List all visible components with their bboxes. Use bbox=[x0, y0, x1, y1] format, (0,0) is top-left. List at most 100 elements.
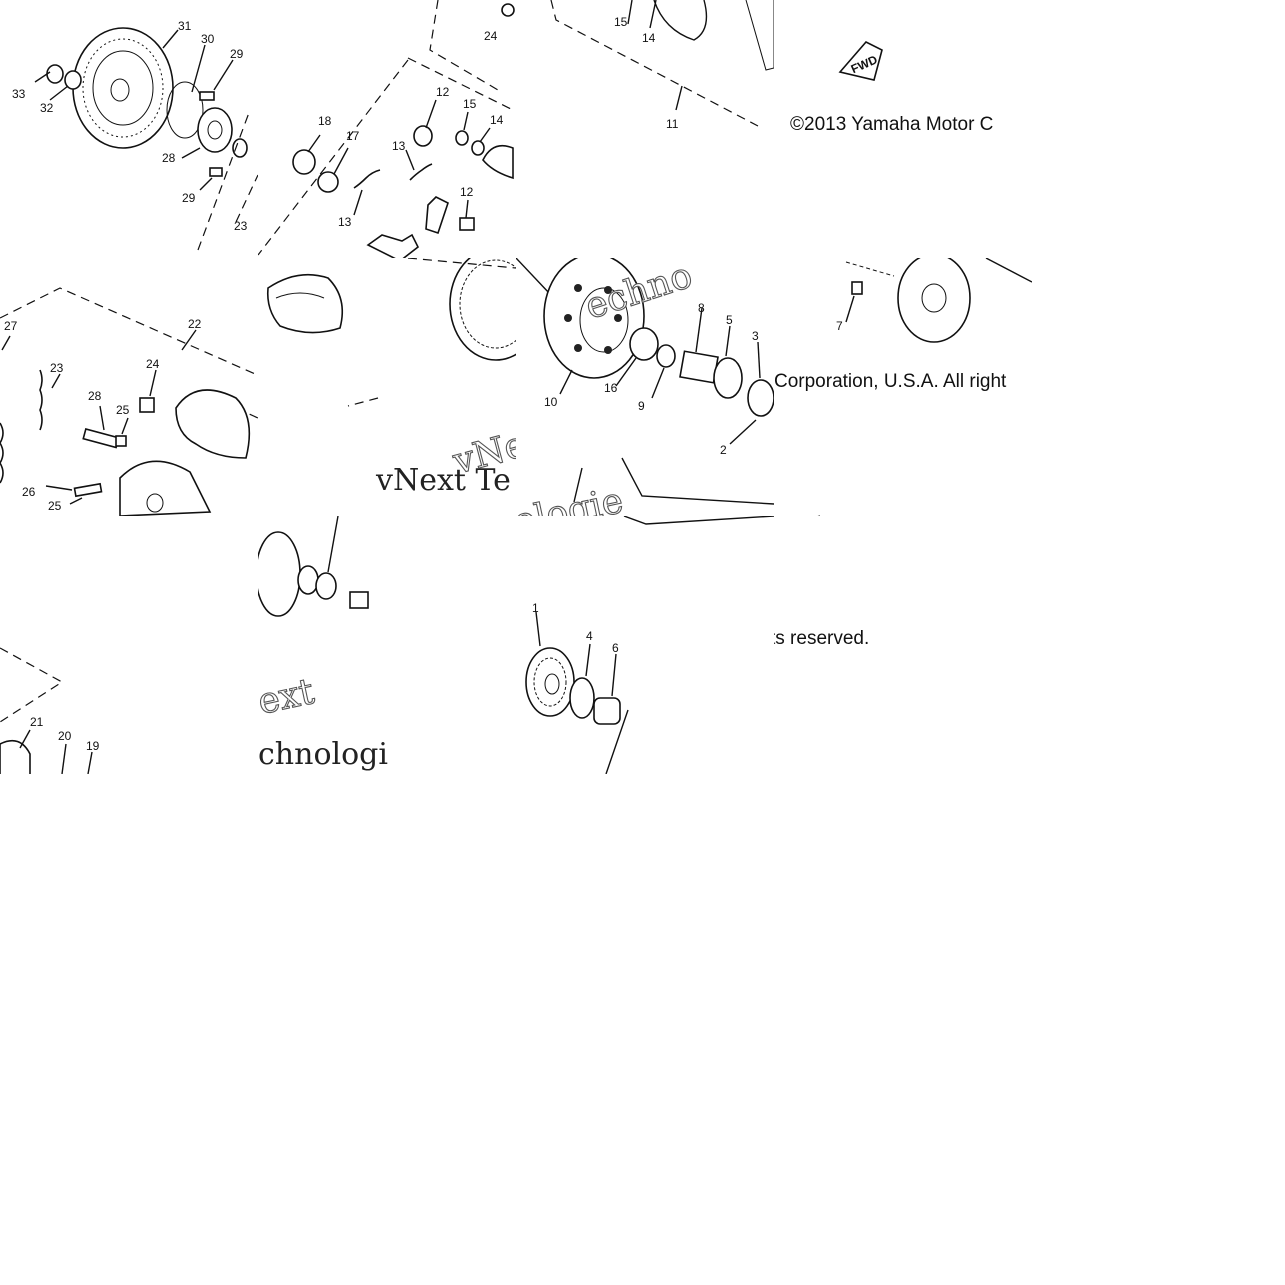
clutch-shoe bbox=[266, 273, 344, 334]
callout-20: 20 bbox=[58, 729, 72, 743]
callout-30: 30 bbox=[201, 32, 215, 46]
disc bbox=[897, 258, 971, 343]
watermark-ext: ext bbox=[258, 671, 318, 723]
callout-19: 19 bbox=[86, 739, 100, 753]
gear-1 bbox=[525, 647, 575, 717]
watermark-ologie: ologie bbox=[516, 480, 627, 516]
callout-12a: 12 bbox=[436, 85, 450, 99]
washer-33 bbox=[46, 64, 64, 84]
clip-15 bbox=[455, 130, 469, 146]
callout-5: 5 bbox=[726, 313, 733, 327]
callout-1: 1 bbox=[532, 601, 539, 615]
carrier-plate bbox=[119, 460, 212, 516]
housing-edge bbox=[653, 0, 708, 41]
washer-18 bbox=[292, 149, 316, 175]
washer-a bbox=[297, 565, 319, 595]
callout-21: 21 bbox=[30, 715, 44, 729]
callout-26: 26 bbox=[22, 485, 36, 499]
callout-33: 33 bbox=[12, 87, 26, 101]
circlip-30 bbox=[166, 81, 204, 139]
tile-copyright-middle: 7 Corporation, U.S.A. All right bbox=[774, 258, 1032, 516]
spring-27 bbox=[0, 422, 4, 484]
gear-edge bbox=[258, 531, 301, 617]
plate bbox=[366, 233, 420, 258]
tile-middle-right: 8 5 3 10 16 9 2 echno ologie bbox=[516, 258, 774, 516]
bushing-6 bbox=[593, 697, 621, 725]
tile-top-right: 15 14 11 bbox=[516, 0, 774, 258]
tile-middle-center: vNext Te vNe bbox=[258, 258, 516, 516]
callout-28: 28 bbox=[162, 151, 176, 165]
shaft-group: 7 bbox=[817, 258, 1032, 516]
callout-15b: 15 bbox=[614, 15, 628, 29]
key-29a bbox=[199, 91, 215, 101]
carrier-group: 22 24 23 28 25 27 26 25 bbox=[0, 287, 258, 516]
copyright-line-1: ©2013 Yamaha Motor C bbox=[790, 114, 994, 135]
callout-14b: 14 bbox=[642, 31, 656, 45]
clip-14 bbox=[471, 140, 485, 156]
drum-outer bbox=[449, 258, 516, 361]
watermark-chnologi: chnologi bbox=[258, 737, 388, 772]
drive-gear-group: 31 30 29 33 32 28 29 23 bbox=[12, 19, 258, 251]
clutch-shoe-group: 18 17 12 15 14 13 13 12 24 bbox=[258, 0, 515, 258]
callout-32: 32 bbox=[40, 101, 54, 115]
nut-25 bbox=[115, 435, 127, 447]
gear-21 bbox=[0, 739, 31, 774]
clutch-drum-group: 8 5 3 10 16 9 2 echno ologie bbox=[516, 258, 774, 516]
bushing-12 bbox=[413, 125, 433, 147]
pin-7 bbox=[851, 281, 863, 295]
callout-13a: 13 bbox=[392, 139, 406, 153]
spring-23 bbox=[39, 369, 43, 431]
drum-group: vNext Te vNe bbox=[266, 258, 516, 498]
sleeve-8 bbox=[679, 350, 719, 384]
callout-24a: 24 bbox=[484, 29, 498, 43]
washer-4 bbox=[569, 677, 595, 719]
washer-small bbox=[232, 138, 248, 158]
tile-bottom-left: 21 20 19 bbox=[0, 516, 258, 774]
copyright-line-2: Corporation, U.S.A. All right bbox=[774, 371, 1007, 392]
spring-13a bbox=[353, 169, 381, 189]
tile-top-left: 31 30 29 33 32 28 29 23 bbox=[0, 0, 258, 258]
gear-21-group: 21 20 19 bbox=[0, 647, 100, 774]
pin-26b bbox=[73, 482, 103, 498]
tile-bottom-right: 1 4 6 bbox=[516, 516, 774, 774]
callout-2: 2 bbox=[720, 443, 727, 457]
callout-14: 14 bbox=[490, 113, 504, 127]
callout-3: 3 bbox=[752, 329, 759, 343]
pin-26 bbox=[82, 428, 120, 449]
bushing-16 bbox=[629, 327, 659, 361]
hub-5 bbox=[713, 357, 743, 399]
tile-bottom-center: ext chnologi bbox=[258, 516, 516, 774]
callout-10: 10 bbox=[544, 395, 558, 409]
callout-27: 27 bbox=[4, 319, 18, 333]
lever bbox=[425, 196, 449, 235]
callout-31: 31 bbox=[178, 19, 192, 33]
clutch-drum-10 bbox=[543, 258, 645, 379]
callout-23: 23 bbox=[234, 219, 248, 233]
housing-group: 15 14 11 bbox=[550, 0, 774, 131]
plate-3 bbox=[747, 379, 774, 417]
shoe-partial bbox=[482, 144, 514, 180]
callout-15: 15 bbox=[463, 97, 477, 111]
callout-16: 16 bbox=[604, 381, 618, 395]
callout-23b: 23 bbox=[50, 361, 64, 375]
hub-28 bbox=[197, 107, 233, 153]
callout-8: 8 bbox=[698, 301, 705, 315]
callout-17: 17 bbox=[346, 129, 360, 143]
callout-18: 18 bbox=[318, 114, 332, 128]
washer-b bbox=[315, 572, 337, 600]
nut-24 bbox=[139, 397, 155, 413]
callout-29a: 29 bbox=[230, 47, 244, 61]
callout-22: 22 bbox=[188, 317, 202, 331]
callout-13b: 13 bbox=[338, 215, 352, 229]
copyright-line-3: ts reserved. bbox=[774, 628, 870, 649]
tile-middle-left: 22 24 23 28 25 27 26 25 bbox=[0, 258, 258, 516]
spring-13b bbox=[409, 163, 433, 181]
callout-4: 4 bbox=[586, 629, 593, 643]
washer-9 bbox=[656, 344, 676, 368]
washer-17 bbox=[317, 171, 339, 193]
fwd-tag: FWD bbox=[838, 41, 883, 81]
watermark-vnext-te: vNext Te bbox=[375, 463, 511, 498]
washer-group: ext chnologi bbox=[258, 516, 388, 772]
callout-25b: 25 bbox=[48, 499, 62, 513]
